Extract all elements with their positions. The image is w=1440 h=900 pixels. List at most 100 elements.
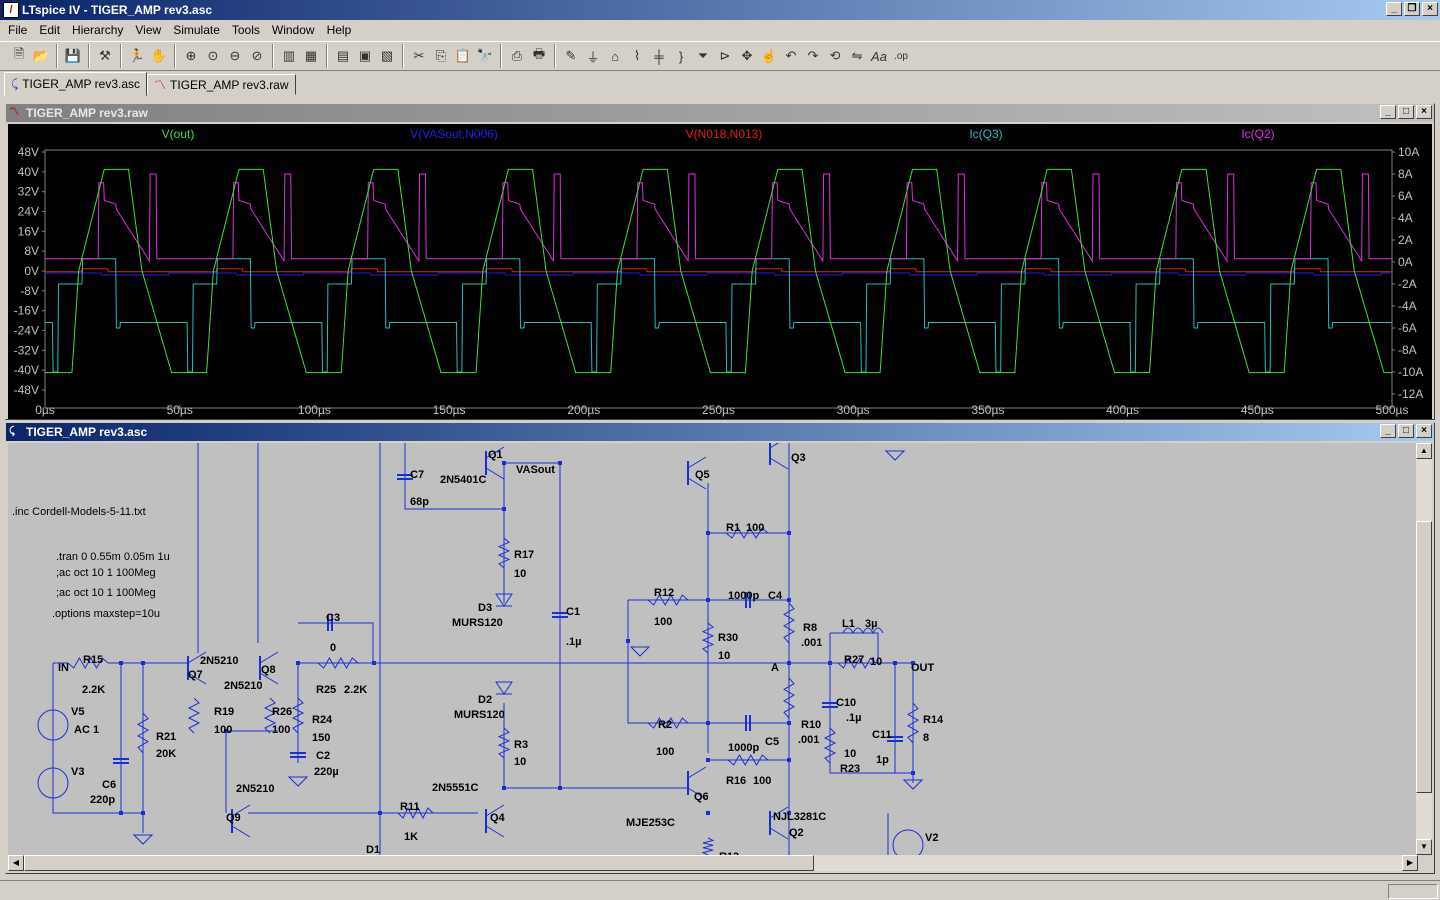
schematic-drawing[interactable]: .inc Cordell-Models-5-11.txt.tran 0 0.55… — [8, 443, 1418, 855]
grid-icon[interactable]: ▦ — [304, 48, 318, 63]
text-icon[interactable]: Aa — [871, 48, 887, 64]
waveform-chart[interactable]: 48V40V32V24V16V8V0V-8V-16V-24V-32V-40V-4… — [8, 124, 1432, 419]
zoom-in-icon[interactable]: ⊕ — [185, 48, 197, 63]
cut-icon[interactable]: ✂ — [413, 48, 425, 63]
y-left-tick-label: -16V — [14, 304, 39, 318]
cascade-icon[interactable]: ▣ — [358, 48, 372, 63]
transistor-q5-emitter — [687, 477, 707, 490]
junction-dot — [502, 507, 506, 511]
inductor-icon[interactable]: } — [678, 48, 684, 64]
component-label: R2 — [658, 719, 672, 731]
legend-ic-q3-: Ic(Q3) — [969, 127, 1002, 141]
junction-dot — [787, 758, 791, 762]
vertical-scrollbar[interactable]: ▲ ▼ — [1416, 443, 1432, 855]
minimize-button[interactable]: _ — [1386, 2, 1402, 16]
halt-icon[interactable]: ✋ — [150, 48, 168, 63]
vertical-scroll-thumb[interactable] — [1416, 521, 1432, 793]
y-left-tick-label: 40V — [18, 165, 39, 179]
paste-icon[interactable]: 📋 — [454, 48, 472, 63]
y-right-tick-label: 4A — [1398, 211, 1413, 225]
print-setup-icon[interactable]: ⎙ — [511, 48, 523, 63]
resistor-icon[interactable]: ⌇ — [633, 48, 641, 63]
mirror-icon[interactable]: ⇋ — [851, 48, 863, 63]
menu-hierarchy[interactable]: Hierarchy — [72, 23, 124, 37]
tab-waveform[interactable]: 〽TIGER_AMP rev3.raw — [147, 74, 296, 95]
x-tick-label: 50µs — [167, 403, 193, 417]
resistor-r14 — [906, 702, 920, 744]
schematic-minimize-button[interactable]: _ — [1380, 424, 1396, 438]
menu-file[interactable]: File — [8, 23, 28, 37]
schematic-maximize-button[interactable]: □ — [1398, 424, 1414, 438]
diode-icon[interactable]: ⏷ — [697, 48, 709, 63]
y-right-tick-label: -4A — [1398, 299, 1417, 313]
tab-schematic[interactable]: ⤹TIGER_AMP rev3.asc — [4, 72, 148, 96]
junction-dot — [558, 461, 562, 465]
spice-directive-icon[interactable]: .op — [894, 50, 908, 62]
component-icon[interactable]: ⊳ — [719, 48, 731, 63]
app-title: LTspice IV - TIGER_AMP rev3.asc — [22, 3, 213, 17]
draw-wire-icon[interactable]: ✎ — [565, 48, 577, 63]
scroll-down-button[interactable]: ▼ — [1416, 839, 1432, 855]
zoom-out-icon[interactable]: ⊖ — [229, 48, 241, 63]
menu-help[interactable]: Help — [326, 23, 352, 37]
component-label: 2N5551C — [432, 782, 479, 794]
undo-icon[interactable]: ↶ — [785, 48, 797, 63]
find-icon[interactable]: 🔭 — [476, 48, 494, 63]
copy-icon[interactable]: ⎘ — [435, 48, 447, 63]
schematic-canvas[interactable]: .inc Cordell-Models-5-11.txt.tran 0 0.55… — [8, 443, 1418, 855]
resistor-r16 — [727, 753, 769, 767]
save-icon[interactable]: 💾 — [64, 48, 82, 63]
redo-icon[interactable]: ↷ — [807, 48, 819, 63]
junction-dot — [706, 758, 710, 762]
zoom-fit-icon[interactable]: ⊘ — [251, 48, 263, 63]
print-icon[interactable]: 🖶 — [532, 46, 546, 61]
waveform-minimize-button[interactable]: _ — [1380, 105, 1396, 119]
close-button[interactable]: × — [1422, 2, 1438, 16]
component-label: R25 — [316, 684, 336, 696]
waveform-maximize-button[interactable]: □ — [1398, 105, 1414, 119]
rotate-icon[interactable]: ⟲ — [829, 48, 841, 63]
drag-icon[interactable]: ☝ — [760, 48, 778, 63]
menu-edit[interactable]: Edit — [39, 23, 61, 37]
restore-button[interactable]: ❐ — [1404, 2, 1420, 16]
tile-vertical-icon[interactable]: ▧ — [380, 48, 394, 63]
horizontal-scroll-thumb[interactable] — [24, 855, 814, 871]
status-bar — [0, 880, 1440, 900]
component-label: Q8 — [261, 664, 276, 676]
run-icon[interactable]: 🏃 — [128, 48, 146, 63]
resistor-r15 — [67, 656, 109, 670]
ground-icon[interactable]: ⏚ — [586, 49, 600, 65]
capacitor-icon[interactable]: ╪ — [654, 48, 664, 64]
new-schematic-icon[interactable]: 🗎 — [13, 46, 25, 61]
waveform-close-button[interactable]: × — [1416, 105, 1432, 119]
zoom-pan-icon[interactable]: ⊙ — [207, 48, 219, 63]
component-label: Q9 — [226, 812, 241, 824]
component-label: 10 — [514, 756, 526, 768]
schematic-close-button[interactable]: × — [1416, 424, 1432, 438]
label-net-icon[interactable]: ⌂ — [611, 48, 619, 64]
component-label: C2 — [316, 750, 330, 762]
scroll-up-button[interactable]: ▲ — [1416, 443, 1432, 459]
autorange-icon[interactable]: ▥ — [282, 48, 296, 63]
component-label: 1K — [404, 831, 418, 843]
menu-simulate[interactable]: Simulate — [173, 23, 220, 37]
control-panel-icon[interactable]: ⚒ — [99, 48, 111, 63]
menu-window[interactable]: Window — [271, 23, 315, 37]
move-icon[interactable]: ✥ — [741, 48, 753, 63]
y-left-tick-label: 32V — [18, 185, 39, 199]
junction-dot — [141, 661, 145, 665]
junction-dot — [224, 729, 228, 733]
diode-d3 — [495, 593, 513, 607]
scroll-right-button[interactable]: ▶ — [1402, 855, 1418, 871]
menu-view[interactable]: View — [135, 23, 162, 37]
voltage-source-v3 — [37, 767, 69, 799]
junction-dot — [706, 598, 710, 602]
horizontal-scrollbar[interactable]: ◀ ▶ — [8, 855, 1418, 871]
junction-dot — [626, 639, 630, 643]
scroll-left-button[interactable]: ◀ — [8, 855, 24, 871]
wire — [298, 622, 374, 663]
menu-tools[interactable]: Tools — [231, 23, 260, 37]
open-icon[interactable]: 📂 — [32, 48, 50, 63]
tile-horizontal-icon[interactable]: ▤ — [336, 48, 350, 63]
